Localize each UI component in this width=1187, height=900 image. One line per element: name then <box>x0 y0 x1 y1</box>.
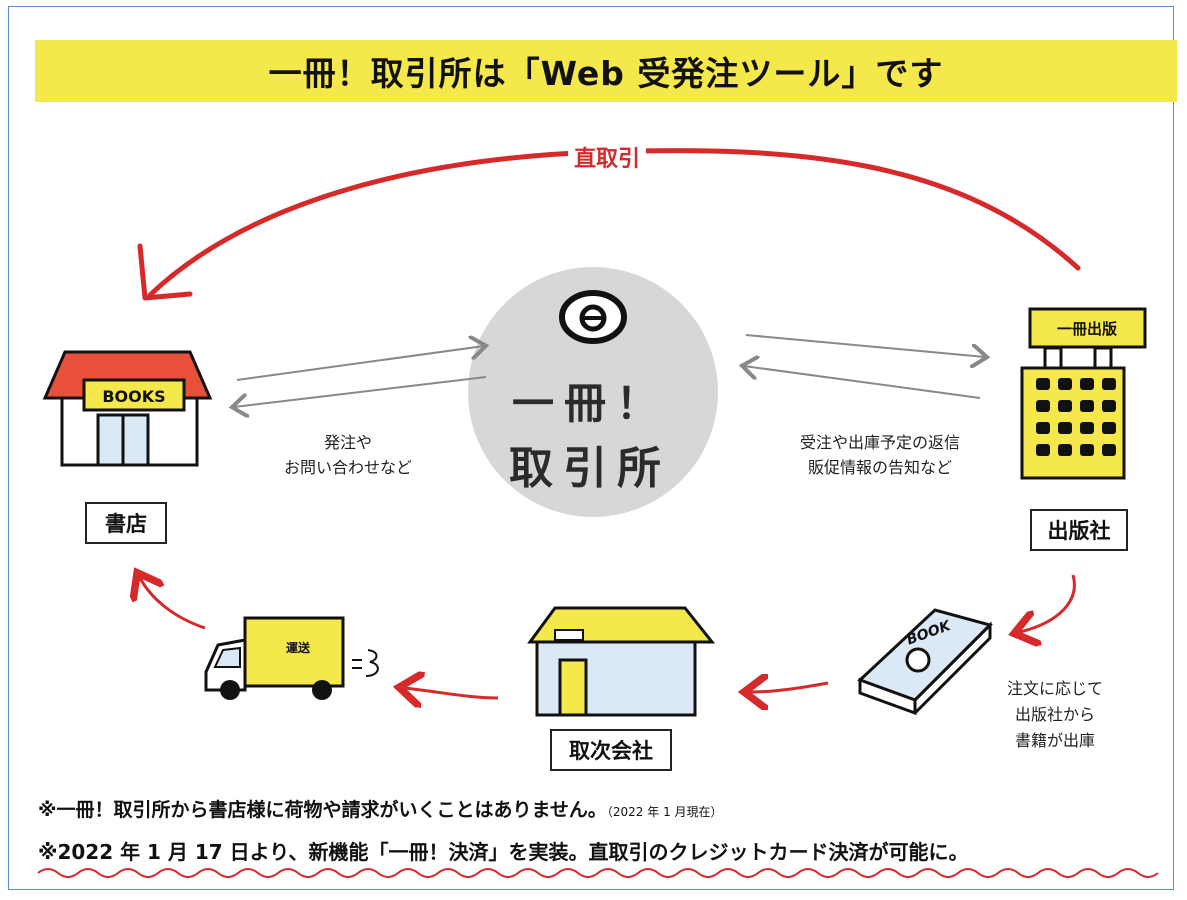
publisher-sign: 一冊出版 <box>1057 320 1117 338</box>
note-line: 受注や出庫予定の返信 <box>799 433 960 452</box>
footer-note-2: ※2022 年 1 月 17 日より、新機能「一冊！決済」を実装。直取引のクレジ… <box>38 840 969 864</box>
arrow-center-to-bookstore <box>234 376 487 407</box>
publisher-label: 出版社 <box>1030 509 1128 551</box>
page-title: 一冊！取引所は「Web 受発注ツール」です <box>35 40 1177 102</box>
note-line: お問い合わせなど <box>283 458 412 477</box>
book-icon: BOOK <box>857 608 993 716</box>
outer-frame <box>8 6 1174 890</box>
note-line: 出版社から <box>1014 705 1095 724</box>
footer-note-1-text: ※一冊！取引所から書店様に荷物や請求がいくことはありません。 <box>38 799 607 821</box>
direct-trade-arrowhead <box>137 243 193 301</box>
bookstore-label: 書店 <box>85 502 167 544</box>
center-title-line2: 取引所 <box>509 443 671 494</box>
publisher-flow-note: 受注や出庫予定の返信 販促情報の告知など <box>775 430 985 480</box>
bookstore-sign: BOOKS <box>102 387 165 406</box>
note-line: 書籍が出庫 <box>1014 731 1095 750</box>
note-line: 販促情報の告知など <box>807 458 952 477</box>
arrow-publisher-to-book <box>1020 574 1076 632</box>
shipping-note: 注文に応じて 出版社から 書籍が出庫 <box>990 676 1120 754</box>
bookstore-icon: BOOKS <box>42 350 213 467</box>
footer-note-1: ※一冊！取引所から書店様に荷物や請求がいくことはありません。（2022 年 1 … <box>38 795 723 822</box>
publisher-icon: 一冊出版 <box>1020 307 1147 480</box>
center-circle <box>468 267 718 517</box>
truck-label: 運送 <box>286 640 311 655</box>
note-line: 発注や <box>323 433 372 452</box>
center-title-line1: 一冊！ <box>511 379 668 428</box>
arrow-truck-to-bookstore <box>140 578 206 630</box>
bookstore-flow-note: 発注や お問い合わせなど <box>268 430 428 480</box>
truck-icon: 運送 <box>204 616 379 700</box>
warehouse-icon <box>527 606 716 717</box>
note-line: 注文に応じて <box>1006 679 1103 698</box>
arrow-center-to-publisher <box>745 334 985 357</box>
footer-wavy-underline <box>37 868 1159 878</box>
arrow-book-to-warehouse <box>750 683 829 692</box>
arrow-publisher-to-center <box>744 366 981 399</box>
face-logo-icon <box>559 290 627 344</box>
arrow-bookstore-to-center <box>236 346 484 381</box>
distributor-label: 取次会社 <box>550 729 672 771</box>
arrow-warehouse-to-truck <box>405 688 499 698</box>
footer-note-1-date: （2022 年 1 月現在） <box>606 805 723 819</box>
direct-trade-label: 直取引 <box>568 141 647 173</box>
